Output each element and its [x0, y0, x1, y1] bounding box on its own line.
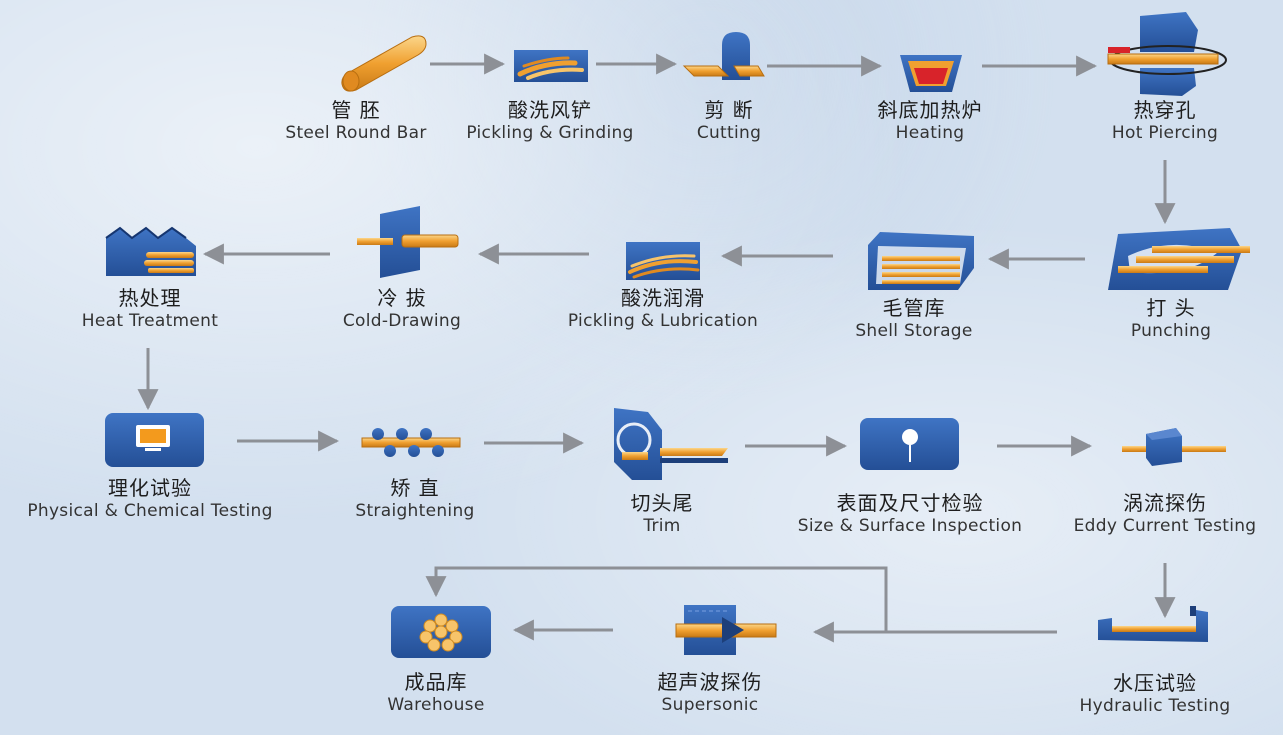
- step-label-zh: 剪 断: [704, 98, 754, 122]
- pipe-bundle-icon: [391, 606, 491, 658]
- step-label-en: Warehouse: [387, 695, 485, 715]
- straightener-icon: [361, 428, 461, 457]
- step-eddy-current-testing: 涡流探伤 Eddy Current Testing: [1035, 491, 1283, 537]
- step-label-en: Physical & Chemical Testing: [27, 501, 273, 521]
- step-label-en: Straightening: [355, 501, 475, 521]
- step-label-en: Hydraulic Testing: [1079, 696, 1231, 716]
- step-straightening: 矫 直 Straightening: [285, 476, 545, 522]
- step-label-zh: 超声波探伤: [657, 670, 763, 694]
- punching-icon: [1108, 228, 1250, 290]
- step-label-en: Heating: [895, 123, 965, 143]
- step-label-en: Cold-Drawing: [342, 311, 462, 331]
- furnace-icon: [900, 55, 962, 92]
- step-label-zh: 矫 直: [390, 476, 440, 500]
- step-warehouse: 成品库 Warehouse: [306, 670, 566, 716]
- step-label-zh: 成品库: [404, 670, 468, 694]
- step-label-zh: 酸洗风铲: [508, 98, 592, 122]
- step-label-en: Trim: [643, 516, 681, 536]
- step-pickling-grinding: 酸洗风铲 Pickling & Grinding: [420, 98, 680, 144]
- step-size-surface-inspection: 表面及尺寸检验 Size & Surface Inspection: [780, 491, 1040, 537]
- step-supersonic: 超声波探伤 Supersonic: [580, 670, 840, 716]
- step-shell-storage: 毛管库 Shell Storage: [784, 296, 1044, 342]
- step-label-zh: 打 头: [1146, 296, 1196, 320]
- pickling-icon: [514, 50, 588, 82]
- storage-rack-icon: [868, 232, 974, 290]
- eddy-probe-icon: [1122, 428, 1226, 466]
- arrow-bypass-to-warehouse: [425, 566, 888, 632]
- step-heat-treatment: 热处理 Heat Treatment: [20, 286, 280, 332]
- step-label-zh: 理化试验: [108, 476, 192, 500]
- step-label-en: Supersonic: [661, 695, 759, 715]
- flow-arrows: [137, 53, 1176, 643]
- drawing-die-icon: [357, 206, 459, 278]
- shear-icon: [682, 32, 765, 80]
- step-label-zh: 斜底加热炉: [877, 98, 983, 122]
- heat-treatment-furnace-icon: [105, 226, 196, 276]
- step-hot-piercing: 热穿孔 Hot Piercing: [1035, 98, 1283, 144]
- step-label-zh: 冷 拔: [377, 286, 427, 310]
- piercing-mill-icon: [1107, 12, 1227, 96]
- magnifier-icon: [860, 418, 959, 470]
- step-label-zh: 水压试验: [1113, 671, 1197, 695]
- step-label-en: Shell Storage: [855, 321, 973, 341]
- step-heating: 斜底加热炉 Heating: [800, 98, 1060, 144]
- step-label-zh: 酸洗润滑: [621, 286, 705, 310]
- saw-icon: [614, 408, 728, 480]
- monitor-icon: [105, 413, 204, 467]
- step-cold-drawing: 冷 拔 Cold-Drawing: [272, 286, 532, 332]
- step-label-zh: 切头尾: [630, 491, 694, 515]
- step-physical-chemical-testing: 理化试验 Physical & Chemical Testing: [10, 476, 290, 522]
- step-label-zh: 热处理: [118, 286, 182, 310]
- step-label-en: Steel Round Bar: [285, 123, 427, 143]
- step-hydraulic-testing: 水压试验 Hydraulic Testing: [1025, 671, 1283, 717]
- hydraulic-press-icon: [1098, 606, 1208, 642]
- step-trim: 切头尾 Trim: [532, 491, 792, 537]
- step-cutting: 剪 断 Cutting: [599, 98, 859, 144]
- step-label-en: Cutting: [696, 123, 762, 143]
- step-label-en: Hot Piercing: [1111, 123, 1219, 143]
- step-label-en: Size & Surface Inspection: [797, 516, 1023, 536]
- step-steel-round-bar: 管 胚 Steel Round Bar: [226, 98, 486, 144]
- step-label-en: Eddy Current Testing: [1073, 516, 1257, 536]
- step-punching: 打 头 Punching: [1041, 296, 1283, 342]
- step-label-zh: 涡流探伤: [1123, 491, 1207, 515]
- step-label-en: Heat Treatment: [81, 311, 219, 331]
- step-label-en: Pickling & Lubrication: [567, 311, 759, 331]
- step-label-en: Punching: [1130, 321, 1212, 341]
- lubrication-icon: [626, 242, 700, 280]
- step-label-zh: 表面及尺寸检验: [836, 491, 984, 515]
- step-label-zh: 热穿孔: [1133, 98, 1197, 122]
- step-label-zh: 毛管库: [882, 296, 946, 320]
- steel-bar-icon: [341, 35, 427, 92]
- step-pickling-lubrication: 酸洗润滑 Pickling & Lubrication: [533, 286, 793, 332]
- step-label-en: Pickling & Grinding: [466, 123, 634, 143]
- ultrasonic-icon: [675, 605, 777, 655]
- step-label-zh: 管 胚: [331, 98, 381, 122]
